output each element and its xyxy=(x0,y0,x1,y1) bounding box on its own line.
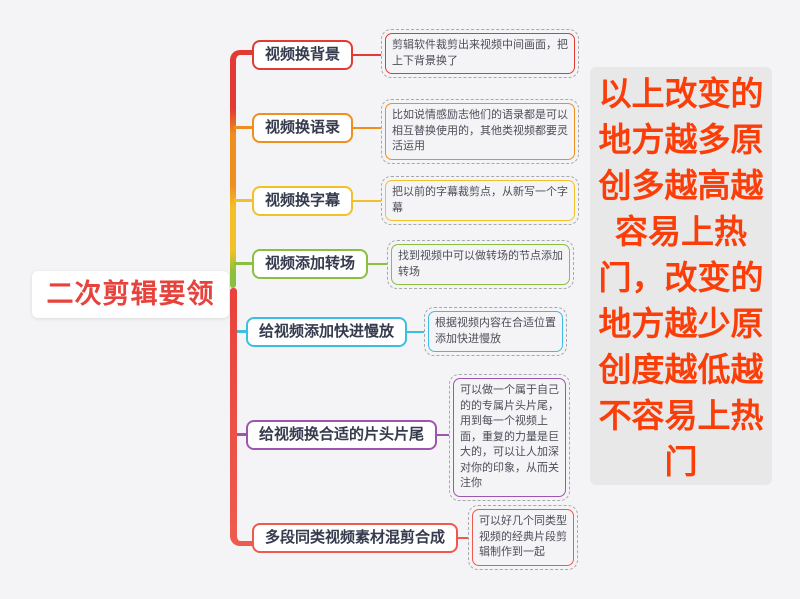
branch-connector xyxy=(237,330,246,333)
trunk-lower xyxy=(230,288,237,530)
note-connector xyxy=(353,54,381,56)
note-box[interactable]: 把以前的字幕裁剪点，从新写一个字 幕 xyxy=(381,176,579,225)
branch-connector xyxy=(234,199,252,202)
note-text: 根据视频内容在合适位置 添加快进慢放 xyxy=(428,311,563,352)
side-note-text: 以上改变的 地方越多原 创多越高越 容易上热 门，改变的 地方越少原 创度越低越… xyxy=(598,75,764,480)
note-connector xyxy=(407,331,424,333)
trunk-upper xyxy=(230,59,236,288)
note-connector xyxy=(458,537,468,539)
topic-node[interactable]: 视频换字幕 xyxy=(252,186,353,216)
branch-elbow-bottom xyxy=(230,528,259,546)
topic-node[interactable]: 给视频添加快进慢放 xyxy=(246,317,407,347)
note-text: 把以前的字幕裁剪点，从新写一个字 幕 xyxy=(385,180,575,221)
note-box[interactable]: 找到视频中可以做转场的节点添加 转场 xyxy=(387,240,574,289)
note-text: 可以好几个同类型 视频的经典片段剪 辑制作到一起 xyxy=(472,509,574,566)
side-note-panel[interactable]: 以上改变的 地方越多原 创多越高越 容易上热 门，改变的 地方越少原 创度越低越… xyxy=(590,67,772,485)
note-text: 剪辑软件裁剪出来视频中间画面，把 上下背景换了 xyxy=(385,33,575,74)
note-connector xyxy=(353,200,381,202)
branch-elbow-top xyxy=(230,50,258,69)
branch-connector xyxy=(234,262,252,265)
note-text: 可以做一个属于自己 的的专属片头片尾， 用到每一个视频上 面，重复的力量是巨 大… xyxy=(453,378,566,497)
topic-node[interactable]: 给视频换合适的片头片尾 xyxy=(246,420,437,450)
topic-node[interactable]: 视频添加转场 xyxy=(252,249,368,279)
note-box[interactable]: 剪辑软件裁剪出来视频中间画面，把 上下背景换了 xyxy=(381,29,579,78)
note-connector xyxy=(437,434,449,436)
note-box[interactable]: 可以好几个同类型 视频的经典片段剪 辑制作到一起 xyxy=(468,505,578,570)
topic-node[interactable]: 多段同类视频素材混剪合成 xyxy=(252,523,458,553)
note-connector xyxy=(368,263,387,265)
note-connector xyxy=(353,127,381,129)
branch-connector xyxy=(237,433,246,436)
note-text: 比如说情感励志他们的语录都是可以 相互替换使用的，其他类视频都要灵 活运用 xyxy=(385,103,575,160)
topic-node[interactable]: 视频换语录 xyxy=(252,113,353,143)
topic-node[interactable]: 视频换背景 xyxy=(252,40,353,70)
note-text: 找到视频中可以做转场的节点添加 转场 xyxy=(391,244,570,285)
note-box[interactable]: 可以做一个属于自己 的的专属片头片尾， 用到每一个视频上 面，重复的力量是巨 大… xyxy=(449,374,570,501)
note-box[interactable]: 比如说情感励志他们的语录都是可以 相互替换使用的，其他类视频都要灵 活运用 xyxy=(381,99,579,164)
branch-connector xyxy=(234,126,252,129)
root-topic[interactable]: 二次剪辑要领 xyxy=(32,271,229,318)
note-box[interactable]: 根据视频内容在合适位置 添加快进慢放 xyxy=(424,307,567,356)
